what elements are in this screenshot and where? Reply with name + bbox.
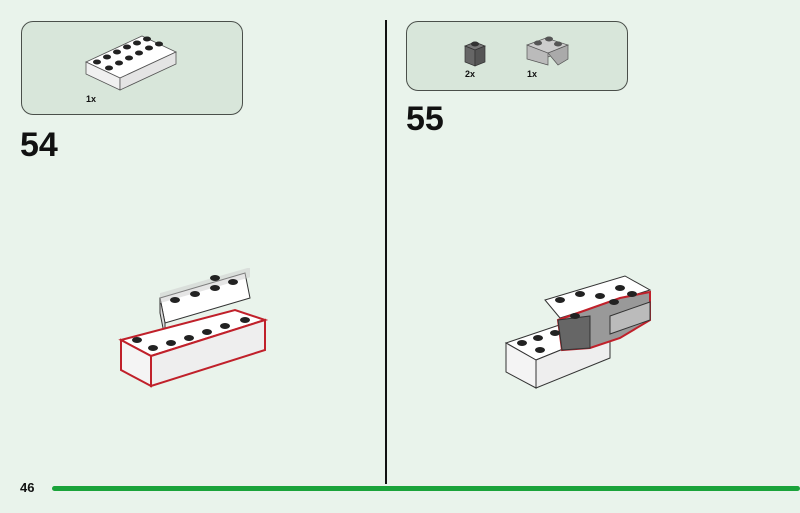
page-divider (385, 20, 387, 484)
parts-callout-55 (406, 21, 628, 91)
step-55-model-image (504, 275, 652, 389)
part-qty: 1x (86, 94, 97, 104)
part-qty: 1x (527, 69, 538, 79)
step-number-55: 55 (406, 100, 444, 138)
step-number-54: 54 (20, 126, 58, 164)
white-brick-2x6-image (85, 35, 177, 91)
light-grey-corner-brick-image (526, 36, 570, 66)
dark-grey-1x1-brick-image (464, 41, 486, 67)
step-54-model-image (118, 268, 269, 388)
part-qty: 2x (465, 69, 476, 79)
progress-bar (52, 486, 800, 491)
page-number: 46 (20, 480, 35, 495)
